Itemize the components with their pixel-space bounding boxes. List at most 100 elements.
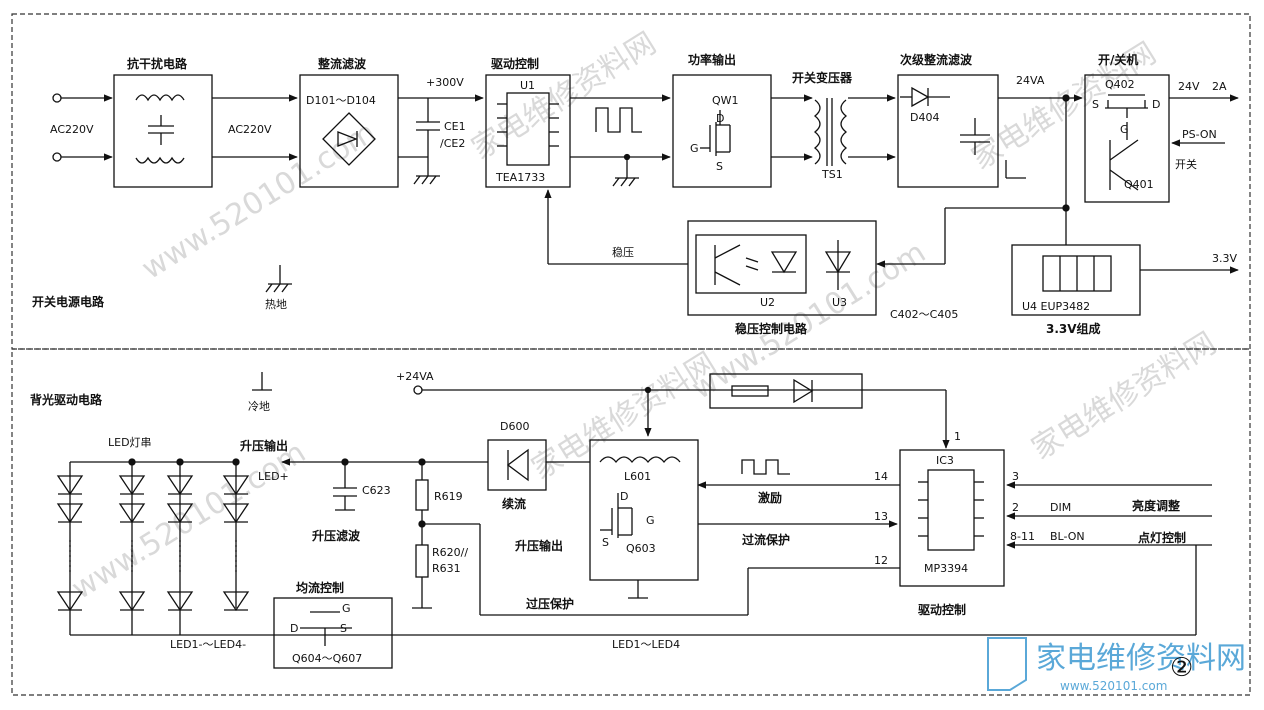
backlight-driver [69,373,1212,636]
rectifier-part: D101～D104 [306,94,376,107]
q402-label: Q402 [1105,78,1135,91]
u4-label: U4 EUP3482 [1022,300,1090,313]
brightness-label: 亮度调整 [1132,498,1180,513]
ps-on-label: PS-ON [1182,128,1217,141]
out-24v: 24V [1178,80,1200,93]
power-title: 功率输出 [688,52,736,67]
ts1-label: TS1 [821,168,843,181]
led-plus-label: LED+ [258,470,289,483]
ce1-label: CE1 [444,120,466,133]
v24va-label: 24VA [1016,74,1045,87]
v300-label: +300V [426,76,464,89]
q401-label: Q401 [1124,178,1154,191]
wenya-label: 稳压 [612,245,634,259]
switching-power-supply [52,74,1239,316]
qw1-d: D [716,112,724,125]
l601-label: L601 [624,470,651,483]
watermark-cn-3: 家电维修资料网 [526,346,723,487]
u2-label: U2 [760,296,775,309]
led-string [56,475,393,669]
bl-on-label: BL-ON [1050,530,1085,543]
qw1-label: QW1 [712,94,739,107]
r620-label: R620// [432,546,468,559]
q604-g: G [342,602,351,615]
led-neg-label: LED1-～LED4- [170,638,246,651]
boost-filter-label: 升压滤波 [312,528,361,543]
watermark-cn-4: 家电维修资料网 [1026,326,1223,467]
section-frames [11,13,1251,696]
logo-url: www.520101.com [1060,679,1167,693]
ocp-label: 过流保护 [742,532,790,547]
kaiguan-label: 开关 [1175,157,1197,171]
pin-8-11: 8-11 [1010,530,1035,543]
excite-label: 激励 [758,490,782,505]
tea1733-label: TEA1733 [495,171,545,184]
c402-label: C402～C405 [890,308,958,321]
dim-label: DIM [1050,501,1071,514]
qw1-s: S [716,160,723,173]
bottom-labels: 背光驱动电路 冷地 +24VA LED灯串 升压输出 LED+ C623 升压滤… [30,370,1186,665]
q603-label: Q603 [626,542,656,555]
cold-ground-label: 冷地 [248,400,270,413]
q604-s: S [340,622,347,635]
out-3v3: 3.3V [1212,252,1237,265]
q603-g: G [646,514,655,527]
light-ctrl-label: 点灯控制 [1138,530,1186,545]
watermark-site-2: www.520101.com [66,435,312,607]
ce2-label: /CE2 [440,137,465,150]
logo-cn: 家电维修资料网 [1036,641,1246,676]
q402-g: G [1120,123,1129,136]
pin-14: 14 [874,470,888,483]
ic3-label: IC3 [936,454,954,467]
out-2a: 2A [1212,80,1227,93]
regulator-title: 稳压控制电路 [735,321,808,336]
ovp-label: 过压保护 [526,596,574,611]
q603-s: S [602,536,609,549]
q604-label: Q604～Q607 [292,652,362,665]
hot-ground-label: 热地 [265,298,287,311]
mp3394-label: MP3394 [924,562,968,575]
secondary-title: 次级整流滤波 [900,52,973,67]
q402-s: S [1092,98,1099,111]
site-logo: 家电维修资料网 www.520101.com ② [987,637,1246,693]
u1-label: U1 [520,79,535,92]
emi-title: 抗干扰电路 [127,56,188,71]
c623-label: C623 [362,484,391,497]
ac-input-label: AC220V [50,123,94,136]
onoff-title: 开/关机 [1098,52,1138,67]
v33-title: 3.3V组成 [1046,321,1101,336]
rectifier-title: 整流滤波 [317,56,367,71]
pin-13: 13 [874,510,888,523]
r619-label: R619 [434,490,463,503]
section-title-backlight: 背光驱动电路 [30,392,103,407]
ac-mid-label: AC220V [228,123,272,136]
watermark-cn-1: 家电维修资料网 [466,26,663,167]
led-return-label: LED1～LED4 [612,638,680,651]
u3-label: U3 [832,296,847,309]
qw1-g: G [690,142,699,155]
pin-1: 1 [954,430,961,443]
transformer-title: 开关变压器 [792,70,853,85]
driver-title: 驱动控制 [491,56,539,71]
page-number: ② [1170,653,1193,683]
q402-d: D [1152,98,1160,111]
top-labels: 开关电源电路 热地 AC220V 抗干扰电路 AC220V 整流滤波 D101～… [32,52,1237,336]
section-title-power: 开关电源电路 [32,294,105,309]
current-balance-label: 均流控制 [296,580,344,595]
watermarks: www.520101.com www.520101.com www.520101… [66,26,1223,607]
watermark-site-1: www.520101.com [136,115,382,287]
d600-label: D600 [500,420,529,433]
q604-d: D [290,622,298,635]
freewheel-label: 续流 [502,496,526,511]
boost-out-label: 升压输出 [240,438,288,453]
drive-control-label: 驱动控制 [918,602,966,617]
v24va-input: +24VA [396,370,434,383]
r631-label: R631 [432,562,461,575]
pin-2: 2 [1012,501,1019,514]
pin-12: 12 [874,554,888,567]
boost-output-label: 升压输出 [515,538,563,553]
led-string-label: LED灯串 [108,436,152,449]
cold-ground-symbol [252,372,272,391]
q603-d: D [620,490,628,503]
